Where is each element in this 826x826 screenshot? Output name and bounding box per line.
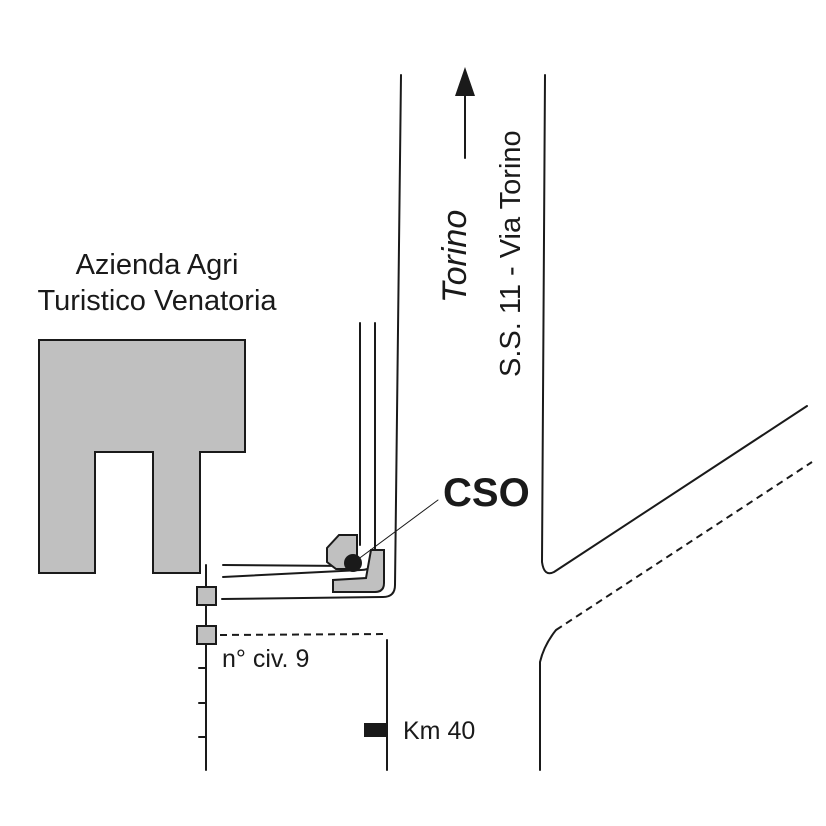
boundary-post-lower <box>196 625 217 645</box>
farm-label-line1: Azienda Agri <box>76 249 239 281</box>
arrow-up-icon <box>455 67 475 159</box>
civic-number-label: n° civ. 9 <box>222 645 309 673</box>
km-marker-label: Km 40 <box>403 717 475 745</box>
cso-site-marker-icon <box>344 554 362 572</box>
road-edge-east-north <box>541 74 808 575</box>
road-edge-east-south <box>539 629 557 771</box>
boundary-ticks <box>198 667 207 738</box>
cso-label: CSO <box>443 471 530 515</box>
boundary-post-upper <box>196 586 217 606</box>
cso-leader-line <box>352 499 439 564</box>
access-lane-south-edge <box>222 564 349 567</box>
km-post-icon <box>364 723 387 737</box>
road-edge-west <box>221 74 402 600</box>
side-road-dashed-edge <box>555 461 813 631</box>
farm-building <box>38 339 246 574</box>
road-name-label: S.S. 11 - Via Torino <box>495 130 527 377</box>
city-label: Torino <box>436 210 474 303</box>
civic-number-dashed-line <box>219 633 388 636</box>
cso-structure-south <box>332 549 385 593</box>
farm-label-line2: Turistico Venatoria <box>37 285 277 317</box>
